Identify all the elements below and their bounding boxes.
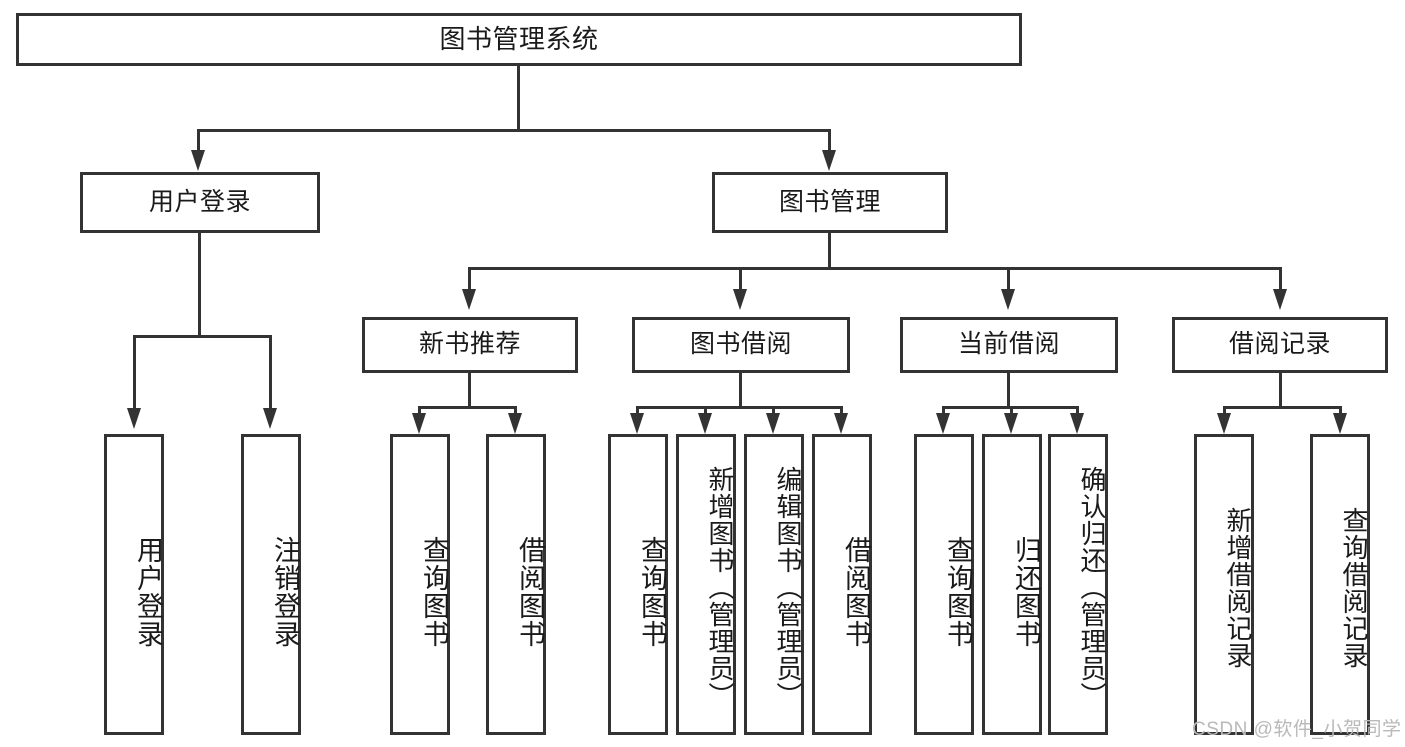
node-label: 确认归还（管理员）: [1077, 466, 1107, 709]
node-label: 查询图书: [943, 535, 973, 648]
edge-book-manage-bus: [468, 267, 1282, 270]
node-leaf-borrow-book[interactable]: 借阅图书: [812, 434, 872, 735]
node-label: 借阅图书: [841, 535, 871, 648]
edge-book-manage-to-new-book-rec: [468, 267, 471, 292]
edge-book-manage-to-current-borrow: [1007, 267, 1010, 292]
node-leaf-return-book[interactable]: 归还图书: [982, 434, 1042, 735]
edge-current-borrow-to-child-3: [1076, 406, 1079, 416]
csdn-watermark: CSDN @软件_小贺同学: [1192, 719, 1402, 740]
node-label: 用户登录: [148, 187, 251, 216]
edge-root-stem: [517, 66, 520, 129]
arrowhead-icon-new-book-rec-child-1: [412, 413, 426, 434]
arrowhead-icon-book-borrow-child-3: [766, 413, 780, 434]
node-label: 图书管理系统: [439, 24, 599, 55]
node-label: 查询图书: [637, 535, 667, 648]
node-leaf-edit-book-admin[interactable]: 编辑图书（管理员）: [744, 434, 804, 735]
edge-current-borrow-to-child-2: [1010, 406, 1013, 416]
node-root-book-management-system[interactable]: 图书管理系统: [16, 13, 1022, 66]
edge-book-borrow-to-child-3: [772, 406, 775, 416]
node-leaf-query-book-borrow[interactable]: 查询图书: [608, 434, 668, 735]
arrowhead-icon-current-borrow-child-2: [1004, 413, 1018, 434]
node-label: 编辑图书（管理员）: [773, 466, 803, 709]
arrowhead-icon-book-borrow-child-4: [834, 413, 848, 434]
node-leaf-add-book-admin[interactable]: 新增图书（管理员）: [676, 434, 736, 735]
arrowhead-icon-book-borrow-child-2: [698, 413, 712, 434]
node-book-management[interactable]: 图书管理: [712, 172, 948, 233]
node-current-borrow[interactable]: 当前借阅: [900, 317, 1118, 373]
edge-book-borrow-to-child-4: [840, 406, 843, 416]
edge-book-borrow-stem: [739, 373, 742, 408]
arrowhead-icon-book-borrow: [733, 289, 747, 310]
edge-borrow-record-bus: [1223, 406, 1342, 409]
node-leaf-query-book-current[interactable]: 查询图书: [914, 434, 974, 735]
edge-book-manage-stem: [828, 233, 831, 269]
node-label: 查询借阅记录: [1339, 506, 1369, 669]
edge-book-manage-to-borrow-record: [1279, 267, 1282, 292]
node-leaf-confirm-return-admin[interactable]: 确认归还（管理员）: [1048, 434, 1108, 735]
edge-user-login-to-child-1: [133, 335, 136, 411]
edge-borrow-record-to-child-2: [1339, 406, 1342, 416]
node-leaf-query-book-new-rec[interactable]: 查询图书: [390, 434, 450, 735]
edge-borrow-record-stem: [1279, 373, 1282, 408]
arrowhead-icon-root-to-book-manage: [822, 150, 836, 171]
arrowhead-icon-current-borrow: [1001, 289, 1015, 310]
arrowhead-icon-borrow-record-child-2: [1333, 413, 1347, 434]
arrowhead-icon-root-to-user-login: [191, 150, 205, 171]
node-label: 借阅记录: [1228, 330, 1331, 359]
arrowhead-icon-borrow-record: [1273, 289, 1287, 310]
node-label: 新书推荐: [418, 330, 521, 359]
edge-root-bus: [197, 129, 831, 132]
node-book-borrow[interactable]: 图书借阅: [632, 317, 850, 373]
edge-new-book-rec-stem: [468, 373, 471, 408]
node-label: 当前借阅: [957, 330, 1060, 359]
node-leaf-logout[interactable]: 注销登录: [241, 434, 301, 735]
edge-new-book-rec-to-child-1: [418, 406, 421, 416]
node-label: 图书管理: [778, 187, 881, 216]
edge-current-borrow-to-child-1: [942, 406, 945, 416]
edge-current-borrow-stem: [1007, 373, 1010, 408]
node-label: 新增图书（管理员）: [705, 466, 735, 709]
node-leaf-add-borrow-record[interactable]: 新增借阅记录: [1194, 434, 1254, 735]
arrowhead-icon-user-login-child-1: [127, 408, 141, 429]
arrowhead-icon-current-borrow-child-3: [1070, 413, 1084, 434]
edge-root-to-user-login: [197, 129, 200, 154]
arrowhead-icon-new-book-rec: [462, 289, 476, 310]
edge-book-borrow-to-child-1: [636, 406, 639, 416]
node-user-login[interactable]: 用户登录: [80, 172, 320, 233]
arrowhead-icon-user-login-child-2: [263, 408, 277, 429]
node-leaf-user-login[interactable]: 用户登录: [104, 434, 164, 735]
edge-root-to-book-manage: [828, 129, 831, 154]
edge-user-login-stem: [198, 233, 201, 337]
node-label: 图书借阅: [689, 330, 792, 359]
node-leaf-query-borrow-record[interactable]: 查询借阅记录: [1310, 434, 1370, 735]
edge-new-book-rec-bus: [418, 406, 517, 409]
edge-new-book-rec-to-child-2: [514, 406, 517, 416]
node-new-book-recommendation[interactable]: 新书推荐: [362, 317, 578, 373]
edge-borrow-record-to-child-1: [1223, 406, 1226, 416]
edge-book-manage-to-book-borrow: [739, 267, 742, 292]
edge-book-borrow-to-child-2: [704, 406, 707, 416]
node-label: 借阅图书: [515, 535, 545, 648]
arrowhead-icon-book-borrow-child-1: [630, 413, 644, 434]
edge-user-login-to-child-2: [269, 335, 272, 411]
arrowhead-icon-current-borrow-child-1: [936, 413, 950, 434]
node-label: 用户登录: [133, 535, 163, 648]
edge-book-borrow-bus: [636, 406, 842, 409]
edge-user-login-bus: [133, 335, 272, 338]
node-borrow-record[interactable]: 借阅记录: [1172, 317, 1388, 373]
node-label: 查询图书: [419, 535, 449, 648]
node-label: 注销登录: [270, 535, 300, 648]
node-label: 归还图书: [1011, 535, 1041, 648]
arrowhead-icon-new-book-rec-child-2: [508, 413, 522, 434]
node-leaf-borrow-book-new-rec[interactable]: 借阅图书: [486, 434, 546, 735]
node-label: 新增借阅记录: [1223, 506, 1253, 669]
arrowhead-icon-borrow-record-child-1: [1217, 413, 1231, 434]
